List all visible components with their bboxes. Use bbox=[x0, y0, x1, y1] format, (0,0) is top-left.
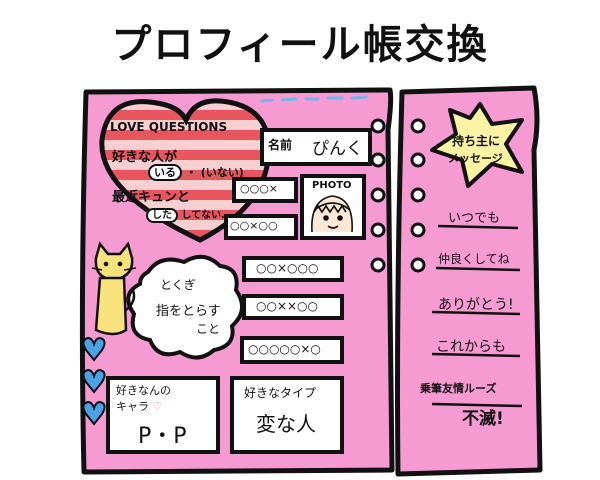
fav-type-label: 好きなタイプ bbox=[244, 386, 317, 400]
name-box bbox=[260, 128, 372, 166]
field-3-text: ○○×○○○ bbox=[256, 261, 319, 275]
fav-character-box bbox=[106, 376, 220, 454]
photo-label: PHOTO bbox=[312, 180, 352, 191]
field-box-3 bbox=[242, 256, 344, 282]
fav-character-label-2: キャラ ♡ bbox=[116, 398, 162, 414]
option-inai[interactable]: (いない) bbox=[200, 166, 244, 179]
message-star bbox=[430, 102, 524, 188]
love-question-2-prefix: 最近キュンと bbox=[112, 190, 191, 205]
tokugi-value-1: 指をとらす bbox=[156, 304, 221, 319]
fav-character-label-1: 好きなんの bbox=[116, 384, 171, 397]
name-label: 名前 bbox=[268, 138, 293, 152]
love-question-1-options: いる ・ (いない) bbox=[148, 164, 244, 181]
page-title: プロフィール帳交換 bbox=[111, 22, 489, 68]
option-iru[interactable]: いる bbox=[148, 164, 182, 181]
blue-hearts bbox=[82, 336, 106, 426]
option-shita[interactable]: した bbox=[146, 208, 178, 223]
love-question-1-prefix: 好きな人が bbox=[112, 150, 178, 165]
love-question-2: 最近キュンと bbox=[112, 186, 190, 205]
message-3: ありがとう! bbox=[438, 297, 514, 313]
tokugi-cloud bbox=[126, 254, 244, 360]
field-4-text: ○○××○○ bbox=[256, 299, 318, 313]
field-5-text: ○○○○○×○ bbox=[248, 342, 321, 356]
blue-dash-decoration bbox=[260, 95, 368, 103]
field-1-text: ○○○× bbox=[240, 182, 279, 195]
love-questions-heading: LOVE QUESTIONS bbox=[110, 120, 228, 134]
binder-holes-left bbox=[370, 118, 386, 273]
small-heart-icon: ♡ bbox=[152, 400, 163, 413]
message-1: いつでも bbox=[448, 211, 501, 226]
fav-character-label-2-text: キャラ bbox=[116, 400, 149, 413]
field-box-2 bbox=[224, 214, 298, 240]
field-box-1 bbox=[232, 177, 298, 203]
fav-character-value: P・P bbox=[138, 424, 187, 449]
fav-type-value: 変な人 bbox=[256, 412, 316, 436]
love-question-1: 好きな人が bbox=[112, 146, 177, 165]
right-pink-sheet bbox=[395, 85, 543, 477]
field-2-text: ○○×○○ bbox=[230, 219, 278, 232]
message-4: これからも bbox=[436, 339, 506, 355]
field-box-5 bbox=[240, 336, 344, 364]
message-lines bbox=[431, 224, 523, 408]
binder-holes-right bbox=[410, 118, 426, 273]
love-question-2-options: した してない… bbox=[146, 206, 232, 223]
cat-drawing bbox=[94, 241, 136, 336]
option-dot: ・ bbox=[185, 166, 197, 179]
message-2: 仲良くしてね bbox=[438, 252, 510, 266]
cat-face bbox=[91, 261, 137, 271]
message-5-extra: 不滅! bbox=[462, 409, 504, 429]
photo-girl-drawing bbox=[311, 195, 353, 233]
name-value: ぴんく bbox=[312, 139, 363, 159]
tokugi-label: とくぎ bbox=[160, 278, 196, 292]
message-5: 乗筆友情ルーズ bbox=[420, 382, 497, 395]
option-shitenai[interactable]: してない… bbox=[181, 210, 232, 221]
tokugi-value-2: こと bbox=[196, 322, 221, 336]
star-text-1: 持ち主に bbox=[452, 134, 501, 148]
star-text-2: メッセージ bbox=[448, 152, 503, 165]
fav-type-box bbox=[230, 376, 344, 454]
